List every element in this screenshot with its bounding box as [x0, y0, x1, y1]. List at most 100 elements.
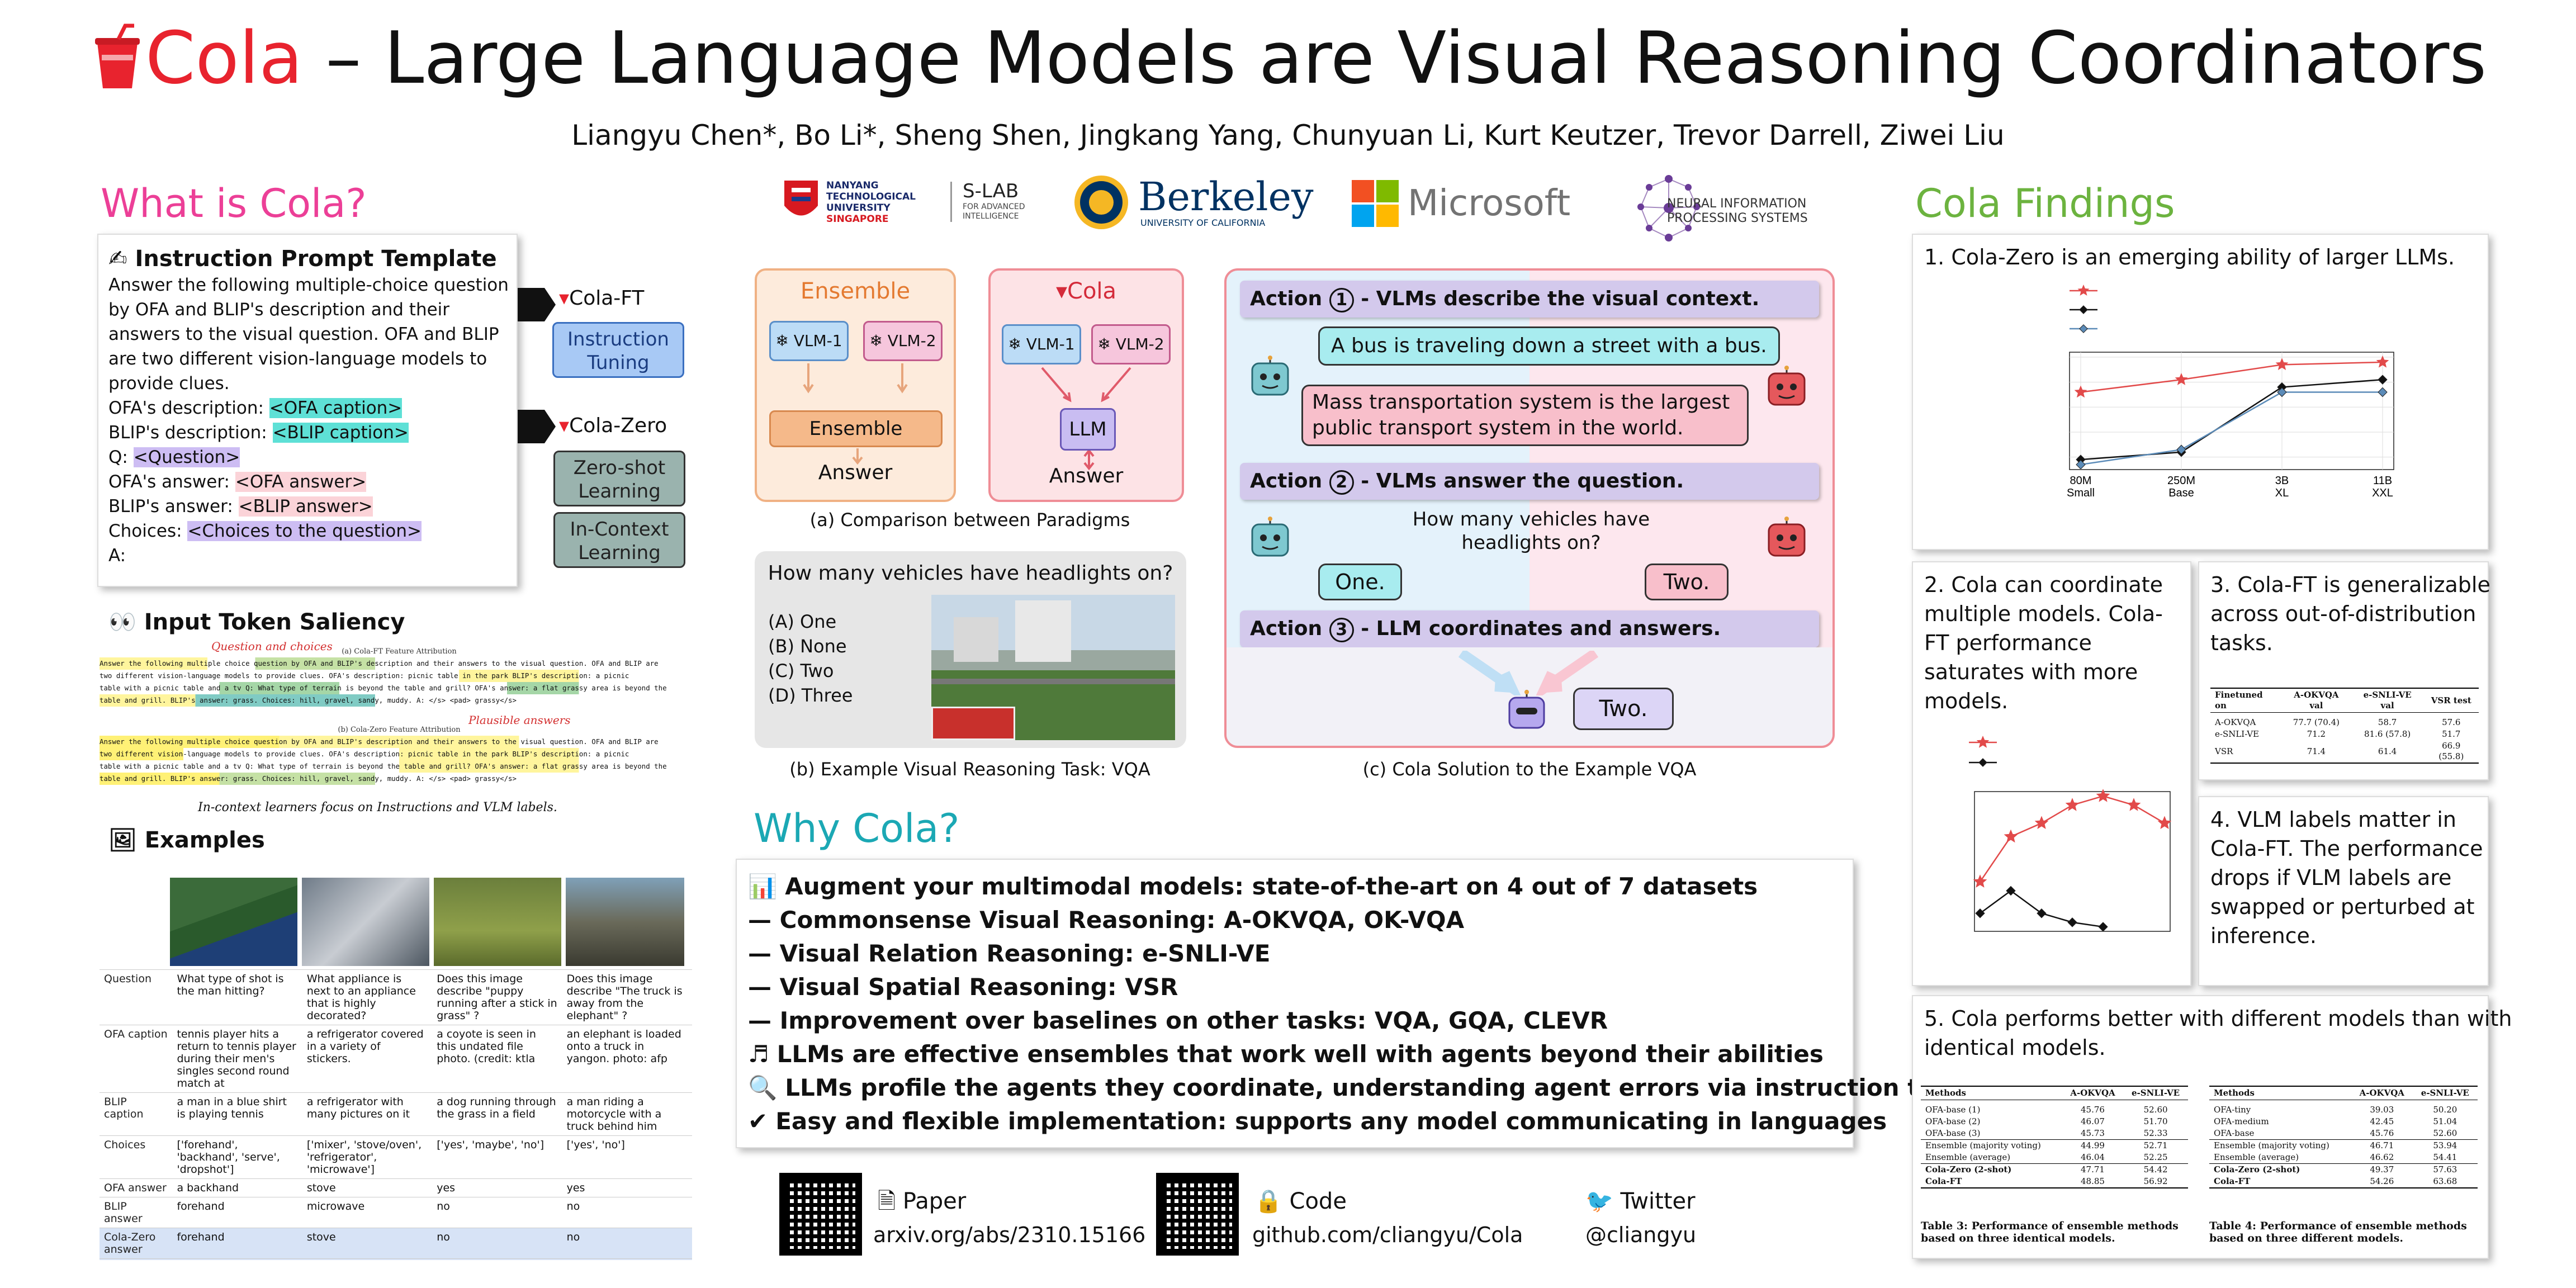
attr-row: table with a picnic table and a tv Q: Wh…: [100, 682, 699, 694]
slab-sub: INTELLIGENCE: [963, 212, 1019, 221]
table-cell: 56.92: [2123, 1176, 2188, 1188]
question-slot: <Question>: [133, 447, 240, 467]
table-cell: 44.99: [2062, 1139, 2124, 1152]
table-cell: 71.2: [2307, 729, 2326, 739]
table-cell: 45.76: [2370, 1128, 2394, 1138]
in-context-box: In-Context Learning: [553, 512, 685, 568]
vlm1-label: VLM-1: [793, 332, 842, 350]
table-cell: Cola-FT: [2209, 1176, 2351, 1188]
neurips-line: PROCESSING SYSTEMS: [1667, 211, 1808, 225]
table-cell: OFA-base (2): [1925, 1116, 1981, 1126]
colaft-label: ▾Cola-FT: [559, 286, 644, 311]
box-line: In-Context: [570, 518, 669, 541]
twitter-link[interactable]: @cliangyu: [1585, 1223, 1697, 1247]
column-header: VSR test: [2423, 688, 2479, 713]
prompt-body: Answer the following multiple-choice que…: [108, 273, 509, 568]
cola-answer: Answer: [1049, 465, 1124, 487]
ft-attr-caption: (a) Cola-FT Feature Attribution: [342, 647, 457, 656]
finding3-card: 3. Cola-FT is generalizable across out-o…: [2198, 561, 2490, 780]
data-point: [2004, 829, 2018, 843]
table-cell: 51.70: [2143, 1116, 2168, 1126]
paper-label-row: 🗎 Paper: [878, 1187, 966, 1215]
cola-vlm2-box: ❄ VLM-2: [1091, 324, 1171, 364]
caption-bold: Table 4:: [2209, 1220, 2260, 1232]
ensemble-box: Ensemble: [769, 410, 943, 447]
table-cell: 54.41: [2433, 1152, 2457, 1162]
vqa-option-correct: (C) Two: [768, 660, 834, 681]
finding-line: FT performance: [1924, 631, 2092, 655]
table-cell: 51.7: [2442, 729, 2461, 739]
paper-qr-code[interactable]: [779, 1173, 862, 1256]
vqa-option: (A) One: [768, 611, 837, 632]
table-cell: 54.26: [2351, 1176, 2413, 1188]
data-point: [2079, 305, 2088, 314]
why-item: 📊Augment your multimodal models: state-o…: [748, 870, 1841, 903]
prompt-line: provide clues.: [108, 373, 230, 394]
table-cell: stove/oven: [302, 1258, 433, 1260]
column-header: A-OKVQA val: [2281, 688, 2351, 713]
table-cell: ['yes', 'maybe', 'no']: [432, 1135, 562, 1179]
table-cell: a coyote is seen in this undated file ph…: [432, 1025, 562, 1093]
table-cell: 66.9 (55.8): [2423, 740, 2479, 764]
table-cell: forehand: [172, 1258, 302, 1260]
action3-bar: Action 3 - LLM coordinates and answers.: [1240, 610, 1819, 647]
ntu-crest-icon: [784, 181, 818, 216]
bird-icon: 🐦: [1585, 1188, 1613, 1214]
finding-line: Cola-FT. The performance: [2210, 836, 2483, 861]
table-cell: 52.71: [2123, 1139, 2188, 1152]
code-link[interactable]: github.com/cliangyu/Cola: [1252, 1223, 1523, 1247]
why-item-text: LLMs profile the agents they coordinate,…: [785, 1074, 1994, 1101]
table-cell: What appliance is next to an appliance t…: [302, 969, 433, 1025]
neurips-logo: NEURAL INFORMATION PROCESSING SYSTEMS: [1627, 168, 1839, 252]
table-cell: 48.85: [2062, 1176, 2124, 1188]
example-image-fridge: [302, 878, 429, 966]
poster-title: Cola – Large Language Models are Visual …: [0, 17, 2576, 101]
data-point: [2065, 798, 2080, 811]
finding3-text: 3. Cola-FT is generalizable across out-o…: [2210, 570, 2490, 657]
paradigm-cola: ▾Cola ❄ VLM-1 ❄ VLM-2 LLM Answer: [988, 268, 1184, 502]
action1-bar: Action 1 - VLMs describe the visual cont…: [1240, 281, 1819, 318]
vlm1-caption-bubble: A bus is traveling down a street with a …: [1318, 326, 1780, 366]
table-cell: 54.42: [2123, 1163, 2188, 1176]
ofa-caption-slot: <OFA caption>: [269, 398, 402, 418]
row-header: Question: [100, 969, 173, 1025]
vqa-option: (B) None: [768, 636, 847, 657]
table-cell: 57.6: [2442, 717, 2461, 727]
why-item-text: LLMs are effective ensembles that work w…: [776, 1040, 1824, 1068]
table-cell: no: [432, 1228, 562, 1259]
llm-zone: [1227, 647, 1832, 746]
vlm1-robot-icon: [1248, 356, 1292, 400]
row-header: Choices: [100, 1135, 173, 1179]
table-cell: OFA-base (1): [1925, 1105, 1981, 1115]
prompt-title-row: ✍ Instruction Prompt Template: [108, 245, 506, 273]
ntu-line: SINGAPORE: [826, 214, 889, 225]
action3-text: - LLM coordinates and answers.: [1353, 617, 1721, 640]
why-item: — Improvement over baselines on other ta…: [748, 1004, 1841, 1038]
vqa-image: [931, 595, 1175, 740]
caption-bold: Table 3:: [1921, 1220, 1972, 1232]
column-header: Finetuned on: [2210, 688, 2282, 713]
paper-link[interactable]: arxiv.org/abs/2310.15166: [873, 1223, 1146, 1247]
cup-icon: ▾: [559, 287, 570, 310]
eyes-icon: 👀: [108, 609, 136, 635]
vlm1-robot-icon: [1248, 517, 1292, 561]
ens-down-arrow: [852, 448, 863, 465]
table-cell: maybe: [432, 1258, 562, 1260]
data-point: [2378, 375, 2388, 385]
finding-line: models.: [1924, 689, 2009, 713]
ft-attr-text: Answer the following multiple choice que…: [100, 657, 699, 707]
table-cell: 39.03: [2370, 1105, 2394, 1115]
row-label: Q:: [108, 447, 134, 467]
zero-shot-box: Zero-shot Learning: [553, 451, 685, 506]
finding1-card: 1. Cola-Zero is an emerging ability of l…: [1912, 234, 2489, 550]
code-qr-code[interactable]: [1156, 1173, 1239, 1256]
lock-icon: 🔒: [1254, 1188, 1282, 1214]
